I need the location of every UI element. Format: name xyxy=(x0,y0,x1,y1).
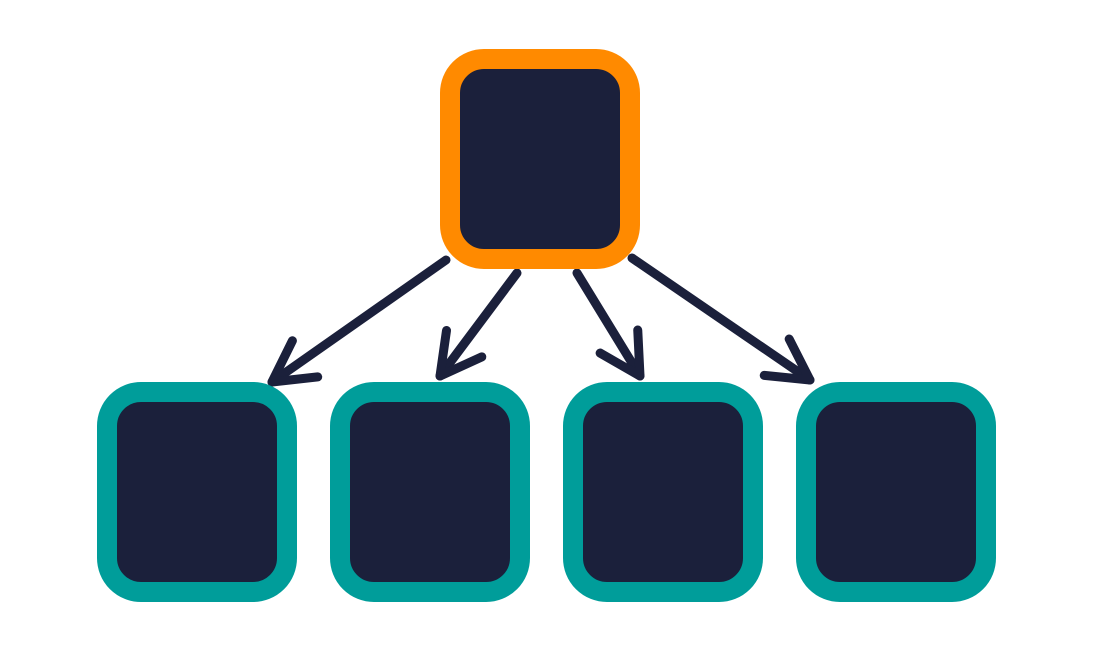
arrow-2 xyxy=(435,268,522,381)
arrowhead xyxy=(595,325,645,381)
root-node xyxy=(440,49,640,269)
nodes-layer xyxy=(97,49,996,602)
arrowhead xyxy=(435,325,487,381)
arrow-shaft xyxy=(435,268,522,381)
arrow-3 xyxy=(572,268,645,381)
edges-layer xyxy=(267,253,815,387)
arrow-shaft xyxy=(267,255,451,387)
child-node-4 xyxy=(796,382,996,602)
arrowhead xyxy=(267,336,323,387)
child-node-2 xyxy=(330,382,530,602)
arrow-shaft xyxy=(572,268,645,381)
arrow-4 xyxy=(627,253,815,385)
child-node-3 xyxy=(563,382,763,602)
arrow-1 xyxy=(267,255,451,387)
arrow-shaft xyxy=(627,253,815,385)
child-node-1 xyxy=(97,382,297,602)
arrowhead xyxy=(759,334,815,385)
